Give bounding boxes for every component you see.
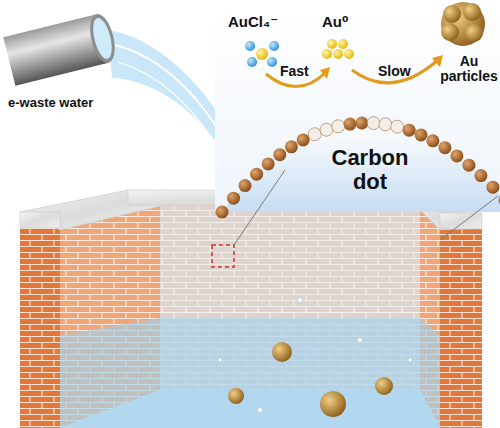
shell-sphere — [308, 128, 321, 141]
shell-sphere — [239, 179, 252, 192]
pipe-rim — [86, 11, 119, 65]
shell-sphere — [367, 117, 380, 130]
bubble — [358, 338, 363, 343]
left-outer-wall — [20, 228, 60, 428]
carbon-dot-shell — [216, 117, 500, 219]
left-marble-edge — [20, 212, 60, 228]
arrow-head — [320, 67, 330, 79]
shell-sphere — [216, 206, 229, 219]
species-label: Au⁰ — [322, 14, 372, 31]
tank-water — [60, 318, 440, 428]
gold-particle — [375, 377, 393, 395]
shell-sphere — [297, 133, 310, 146]
bubble — [298, 298, 303, 303]
rate-label: Fast — [280, 64, 320, 79]
shell-sphere — [391, 120, 404, 133]
chlorine-atom — [269, 41, 279, 51]
shell-sphere — [355, 117, 368, 130]
chlorine-atom — [245, 41, 255, 51]
zoom-box — [212, 245, 234, 267]
gold-atom — [338, 39, 348, 49]
shell-sphere — [344, 118, 357, 131]
bubble — [258, 408, 263, 413]
gold-particle — [320, 391, 346, 417]
shell-sphere — [273, 148, 286, 161]
gold-atom — [322, 49, 332, 59]
source-label: e-waste water — [8, 96, 128, 110]
shell-sphere — [379, 118, 392, 131]
shell-sphere — [250, 168, 263, 181]
shell-sphere — [320, 123, 333, 136]
gold-atom — [256, 48, 268, 60]
shell-sphere — [486, 181, 499, 194]
gold-particle-large — [441, 2, 485, 46]
rate-label: Slow — [378, 64, 418, 79]
shell-sphere — [403, 124, 416, 137]
shell-sphere — [438, 141, 451, 154]
species-label: AuCl₄⁻ — [228, 14, 298, 31]
gold-atom — [344, 49, 354, 59]
shell-sphere — [415, 128, 428, 141]
gold-bump — [463, 3, 481, 21]
chlorine-atom — [267, 57, 277, 67]
carbon-dot-body — [222, 123, 500, 212]
shell-sphere — [426, 134, 439, 147]
node-text: Carbon dot — [320, 146, 420, 194]
gold-atom — [333, 49, 343, 59]
arrow-head — [432, 55, 443, 67]
gold-particle — [228, 388, 244, 404]
pipe-opening — [90, 16, 116, 61]
shell-sphere — [450, 149, 463, 162]
gold-bump — [441, 23, 459, 41]
gold-bump — [443, 5, 461, 23]
carbon-dot-label-area: Carbon dot — [320, 140, 420, 200]
shell-sphere — [262, 157, 275, 170]
pipe — [3, 11, 119, 85]
shell-sphere — [285, 140, 298, 153]
gold-bump — [465, 24, 483, 42]
shell-sphere — [227, 192, 240, 205]
species-label: Au particles — [438, 54, 500, 85]
shell-sphere — [474, 169, 487, 182]
right-marble-edge — [440, 213, 482, 229]
leader-line — [440, 196, 498, 240]
gold-atom — [327, 39, 337, 49]
slow-arrow — [352, 60, 438, 83]
chlorine-atom — [247, 57, 257, 67]
gold-particle — [272, 342, 292, 362]
shell-sphere — [462, 159, 475, 172]
right-outer-wall — [440, 228, 482, 428]
leader-line — [234, 170, 285, 245]
shell-sphere — [499, 194, 500, 207]
bubble — [408, 358, 412, 362]
bubble — [218, 358, 222, 362]
shell-sphere — [332, 120, 345, 133]
